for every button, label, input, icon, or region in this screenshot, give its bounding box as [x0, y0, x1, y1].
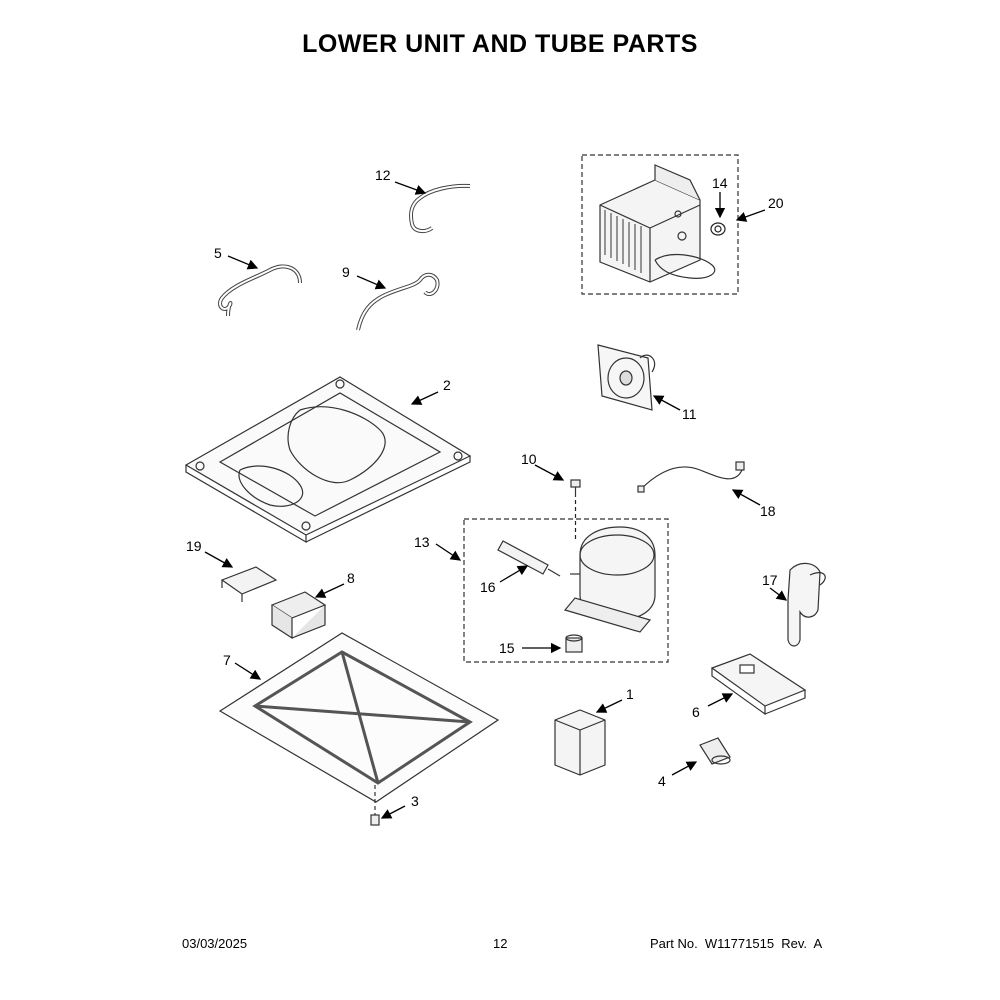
tube-part-12: [409, 183, 471, 234]
callout-5: 5: [214, 245, 222, 261]
wire-harness-part: [639, 466, 743, 491]
callout-6: 6: [692, 704, 700, 720]
tube-part-12-inner: [410, 184, 471, 233]
callout-9: 9: [342, 264, 350, 280]
callout-11: 11: [682, 406, 697, 422]
callout-7: 7: [223, 652, 231, 668]
callout-20: 20: [768, 195, 784, 211]
callout-13: 13: [414, 534, 430, 550]
callout-8: 8: [347, 570, 355, 586]
callout-4: 4: [658, 773, 666, 789]
callout-2: 2: [443, 377, 451, 393]
tube-part-9-inner: [357, 273, 439, 331]
relay-part-8: [270, 591, 327, 640]
callout-18: 18: [760, 503, 776, 519]
cover-part-1: [554, 709, 606, 776]
callout-3: 3: [411, 793, 419, 809]
compressor-group-box: [463, 518, 669, 663]
footer-part-number: Part No. W11771515 Rev. A: [650, 936, 823, 951]
callout-16: 16: [480, 579, 496, 595]
drier-part-16: [497, 540, 561, 577]
compressor-part: [563, 526, 656, 633]
tube-part-5-inner: [219, 265, 301, 317]
callout-14: 14: [712, 175, 728, 191]
drain-heater-part: [218, 632, 500, 803]
bracket-part-19: [220, 566, 278, 602]
footer-date: 03/03/2025: [182, 936, 248, 951]
callout-12: 12: [375, 167, 391, 183]
tube-part-9: [356, 272, 440, 331]
screw-part-3: [370, 785, 380, 826]
screw-part-10: [570, 479, 581, 497]
spacer-part-4: [699, 737, 731, 765]
grommet-part-14: [710, 222, 726, 236]
evaporator-group-box: [581, 154, 739, 295]
base-pan-part: [184, 376, 472, 544]
callout-1: 1: [626, 686, 634, 702]
mounting-bracket-part-6: [710, 653, 807, 716]
callout-10: 10: [521, 451, 537, 467]
page-title: LOWER UNIT AND TUBE PARTS: [302, 30, 698, 58]
valve-part-17: [787, 562, 826, 647]
evaporator-assembly-part: [599, 164, 716, 283]
footer-page-number: 12: [493, 936, 508, 951]
condenser-fan-part: [597, 344, 656, 411]
callout-19: 19: [186, 538, 202, 554]
callout-17: 17: [762, 572, 778, 588]
callout-15: 15: [499, 640, 515, 656]
grommet-part-15: [565, 634, 583, 653]
